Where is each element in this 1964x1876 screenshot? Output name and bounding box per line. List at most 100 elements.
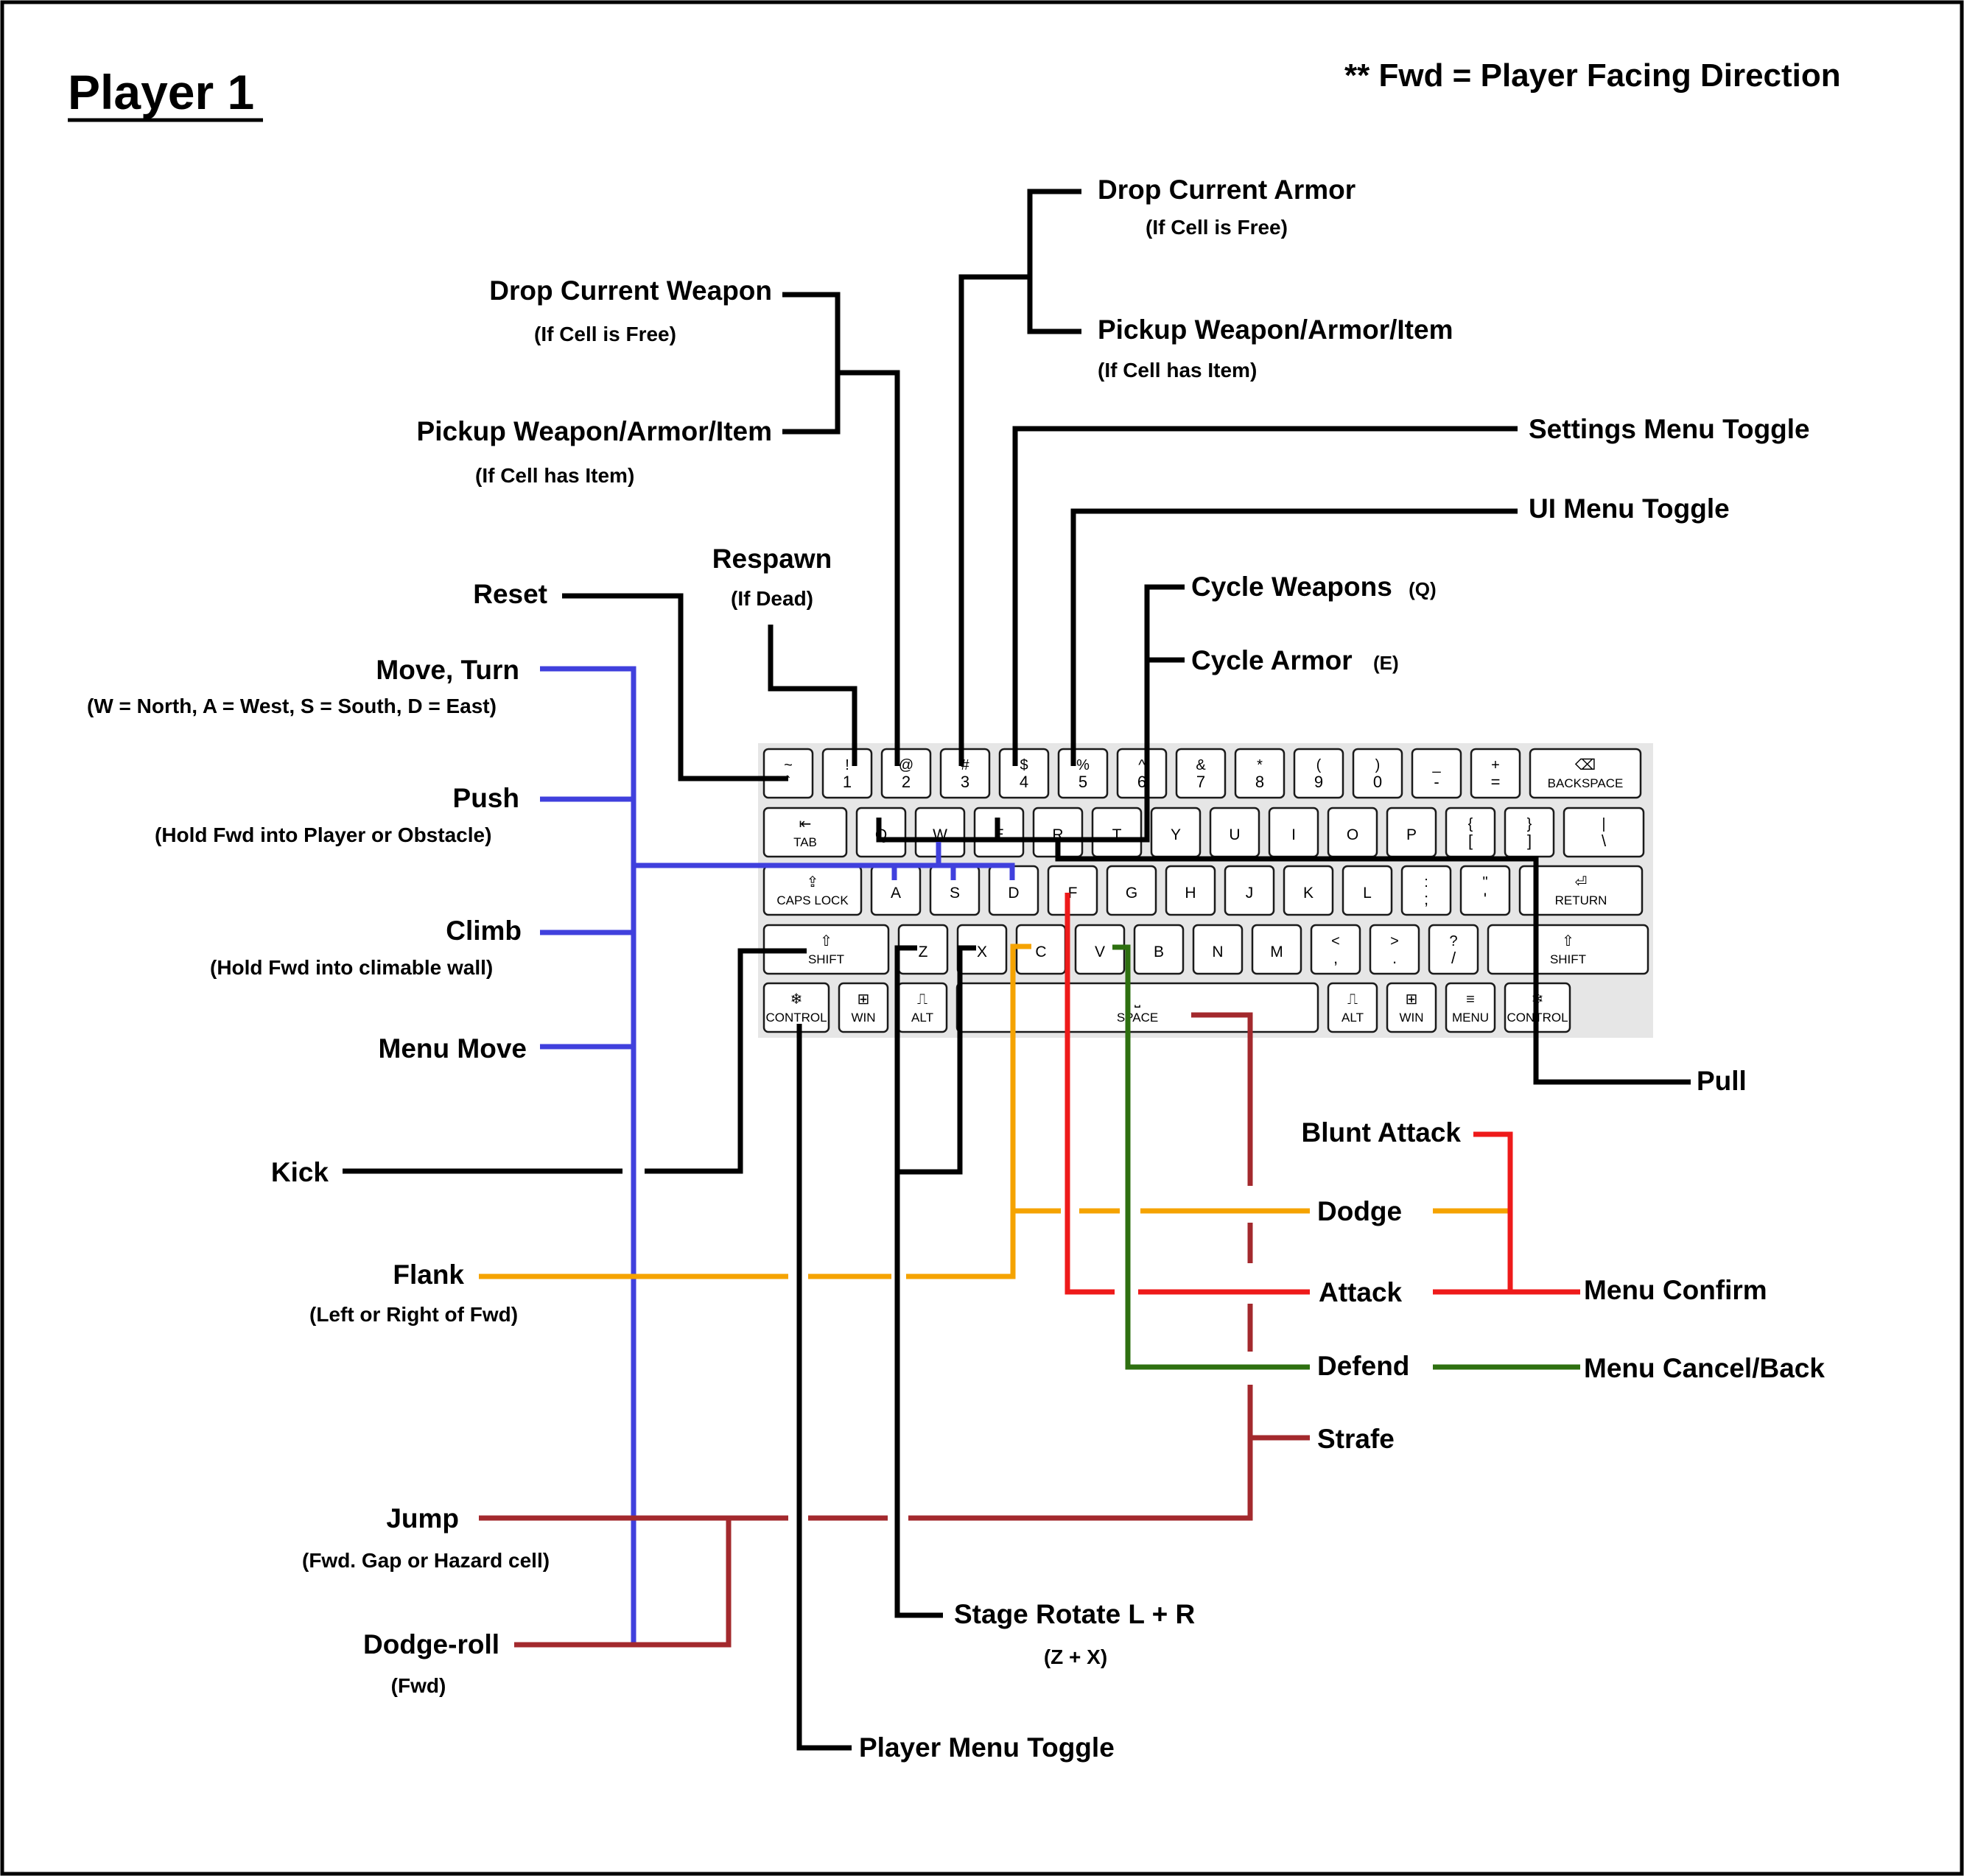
key-label-top: ⇪ — [807, 874, 819, 890]
connector-blunt — [1433, 1131, 1513, 1295]
keyboard: ~`!1@2#3$4%5^6&7*8(9)0_-+=⌫BACKSPACE⇤TAB… — [762, 748, 1649, 1033]
label-menu-move: Menu Move — [379, 1033, 527, 1064]
key-label-bottom: 2 — [902, 773, 911, 791]
key-label-top: $ — [1020, 757, 1028, 773]
key-9: (9 — [1293, 748, 1344, 799]
note-pickup-right: (If Cell has Item) — [1098, 359, 1257, 382]
key-label: N — [1212, 944, 1223, 960]
key-cap — [1470, 748, 1521, 799]
connector-flank-c — [906, 944, 1031, 1279]
key-4: $4 — [998, 748, 1050, 799]
key-cap — [1518, 865, 1644, 916]
key-label-bottom: RETURN — [1555, 893, 1607, 907]
key-label-bottom: 8 — [1255, 773, 1264, 791]
key-label: O — [1347, 826, 1358, 843]
key-label: J — [1246, 885, 1254, 902]
key-cap — [821, 748, 873, 799]
cycle-armor-key: (E) — [1373, 652, 1399, 674]
key-alt: ⎍ ALT — [1327, 982, 1378, 1033]
key-y: Y — [1150, 807, 1202, 858]
key-label: D — [1008, 885, 1019, 902]
key-0: )0 — [1352, 748, 1403, 799]
connector-weapon-to-2 — [838, 370, 900, 766]
key-g: G — [1106, 865, 1157, 916]
key-label-bottom: SPACE — [1117, 1011, 1158, 1025]
label-cycle-armor: Cycle Armor (E) — [1191, 645, 1399, 675]
key-cap — [1487, 924, 1649, 975]
key-b: B — [1133, 924, 1185, 975]
key-cap — [1411, 748, 1462, 799]
key-l: L — [1342, 865, 1393, 916]
label-climb: Climb — [446, 916, 522, 946]
key-label-top: ≡ — [1466, 991, 1475, 1008]
label-player-menu: Player Menu Toggle — [859, 1732, 1115, 1763]
label-stage-rotate: Stage Rotate L + R — [954, 1599, 1195, 1629]
key-cap — [762, 982, 830, 1033]
key-label-bottom: 3 — [961, 773, 969, 791]
key-shift: ⇧SHIFT — [1487, 924, 1649, 975]
cycle-armor-text: Cycle Armor — [1191, 645, 1353, 675]
connector-pull — [1055, 840, 1691, 1085]
connector-settings — [1012, 426, 1518, 766]
key-return: ⏎RETURN — [1518, 865, 1644, 916]
key-cap — [1327, 982, 1378, 1033]
key-cap — [1529, 748, 1642, 799]
key-cap — [1224, 865, 1275, 916]
label-respawn: Respawn — [712, 544, 832, 574]
key-label-top: * — [1257, 757, 1263, 773]
key-label-top: ⇧ — [1562, 933, 1574, 949]
key-label: G — [1126, 885, 1137, 902]
key-label-bottom: ; — [1424, 890, 1428, 908]
connector-player-menu — [796, 1024, 852, 1751]
page-title: Player 1 — [68, 65, 254, 119]
key-label-bottom: 9 — [1314, 773, 1323, 791]
label-move: Move, Turn — [376, 655, 519, 685]
key-symbol: :; — [1400, 865, 1452, 916]
key-label-bottom: \ — [1602, 832, 1607, 850]
key-symbol: >. — [1369, 924, 1420, 975]
connector-drop-armor — [1027, 189, 1081, 334]
key-label-top: _ — [1431, 757, 1441, 773]
note-push: (Hold Fwd into Player or Obstacle) — [155, 823, 491, 846]
key-cap — [1175, 748, 1227, 799]
key-symbol: "' — [1459, 865, 1511, 916]
connector-ui-menu — [1070, 508, 1518, 766]
key-label-top: ~ — [784, 757, 793, 773]
note-drop-armor: (If Cell is Free) — [1146, 216, 1288, 239]
key-label-bottom: ' — [1484, 890, 1487, 908]
label-settings: Settings Menu Toggle — [1529, 414, 1810, 444]
key-label-bottom: 7 — [1196, 773, 1205, 791]
connector-wasd — [634, 863, 1015, 880]
label-dodge-roll: Dodge-roll — [363, 1629, 499, 1659]
key-label-top: ⌫ — [1575, 757, 1596, 773]
key-label-top: @ — [899, 757, 913, 773]
key-j: J — [1224, 865, 1275, 916]
note-flank: (Left or Right of Fwd) — [309, 1303, 518, 1326]
key-label-bottom: ALT — [1342, 1011, 1364, 1025]
key-m: M — [1251, 924, 1302, 975]
key-label-top: ❄ — [790, 991, 803, 1008]
key-label-top: ⇧ — [820, 933, 832, 949]
key-cap — [1428, 924, 1479, 975]
key-label-top: ⎍ — [1347, 991, 1358, 1008]
key-label-top: ⎍ — [917, 991, 927, 1008]
key-t: T — [1091, 807, 1143, 858]
key-cap — [1251, 924, 1302, 975]
key-i: I — [1268, 807, 1319, 858]
connector-dodge-roll — [514, 1518, 732, 1648]
label-flank: Flank — [393, 1260, 464, 1290]
key-label: P — [1406, 826, 1417, 843]
key-symbol: <, — [1310, 924, 1361, 975]
key-cap — [762, 865, 863, 916]
key-cap — [1116, 748, 1168, 799]
key-label-bottom: MENU — [1452, 1011, 1489, 1025]
key-symbol: ?/ — [1428, 924, 1479, 975]
key-caps-lock: ⇪ CAPS LOCK — [762, 865, 863, 916]
key-label-top: > — [1390, 933, 1399, 949]
key-cap — [1106, 865, 1157, 916]
key-cap — [1400, 865, 1452, 916]
key-label: U — [1229, 826, 1240, 843]
key-label-bottom: CAPS LOCK — [776, 893, 849, 907]
key-symbol: _- — [1411, 748, 1462, 799]
